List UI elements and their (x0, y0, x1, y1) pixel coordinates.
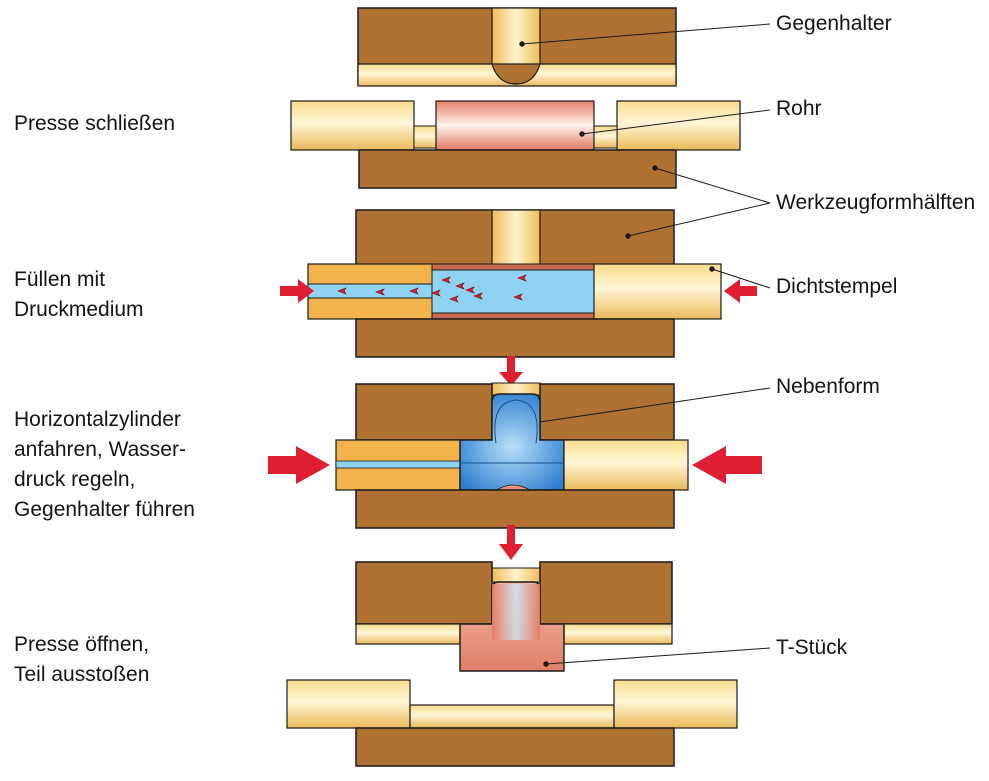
right-feed-arrow (692, 446, 762, 484)
lower-die-half (355, 727, 675, 767)
lower-die-half (355, 489, 675, 529)
counter-holder (491, 209, 541, 267)
callout-leaders (519, 23, 771, 667)
leader-t-stueck (545, 647, 771, 665)
right-seal-punch (563, 439, 689, 491)
callout-gegenhalter: Gegenhalter (776, 12, 892, 35)
counter-holder-plate (357, 63, 677, 87)
upper-die-right (539, 561, 673, 625)
leader-werkzeugformhaelften-lower (654, 167, 771, 204)
left-feed-arrow (280, 279, 314, 303)
down-arrow-2 (499, 525, 523, 560)
pipe-filled-medium (431, 269, 595, 314)
right-push-arrow (724, 279, 757, 303)
leader-dichtstempel (711, 268, 771, 289)
pipe-wall-bottom (431, 312, 595, 320)
counter-holder-top (491, 567, 541, 583)
lower-cavity-channel (409, 704, 615, 729)
leader-werkzeugformhaelften-upper (627, 202, 771, 237)
step-label-fill-medium: Füllen mit Druckmedium (14, 268, 144, 321)
leader-nebenform (539, 387, 771, 423)
step-label-axial-feed: Horizontalzylinder anfahren, Wasser- dru… (14, 408, 195, 521)
t-piece-branch-shading (492, 584, 540, 640)
upper-die-left (355, 561, 493, 625)
callout-dichtstempel: Dichtstempel (776, 275, 898, 298)
right-seal-punch (613, 679, 738, 729)
step-label-close-press: Presse schließen (14, 112, 176, 135)
ejector-plate-left (355, 623, 461, 645)
counter-holder-channel (491, 7, 541, 65)
stage-1-close-press (290, 7, 741, 189)
counter-holder-top (491, 382, 541, 396)
step-label-open-eject: Presse öffnen, Teil ausstoßen (14, 633, 150, 686)
leader-gegenhalter (521, 23, 771, 45)
pipe-left-stub (413, 125, 439, 149)
callout-nebenform: Nebenform (776, 375, 880, 398)
stage-3-axial-feed (268, 382, 762, 560)
bulging-tee-blank (459, 393, 565, 491)
callout-t-stueck: T-Stück (776, 636, 848, 659)
ejector-plate-right (563, 623, 673, 645)
stage-4-open-eject (286, 561, 738, 767)
right-seal-punch (593, 263, 722, 320)
lower-die-half (355, 318, 675, 358)
left-seal-punch (290, 100, 415, 151)
left-seal-punch (286, 679, 411, 729)
leader-rohr (581, 109, 771, 135)
medium-droplets (337, 274, 527, 303)
pipe-wall-top (431, 263, 595, 271)
upper-die-left (355, 383, 493, 441)
callout-werkzeugformhaelften: Werkzeugformhälften (776, 191, 976, 214)
pipe-right-stub (592, 125, 618, 149)
stage-2-fill-medium (280, 209, 757, 386)
left-punch-bore (335, 460, 461, 469)
callout-rohr: Rohr (776, 97, 822, 120)
right-seal-punch (616, 100, 741, 151)
bulge-inner-edge (494, 399, 538, 444)
down-arrow-1 (499, 356, 523, 386)
left-feed-arrow (268, 446, 330, 484)
lower-die-half (358, 149, 677, 189)
pipe-blank (435, 100, 595, 151)
